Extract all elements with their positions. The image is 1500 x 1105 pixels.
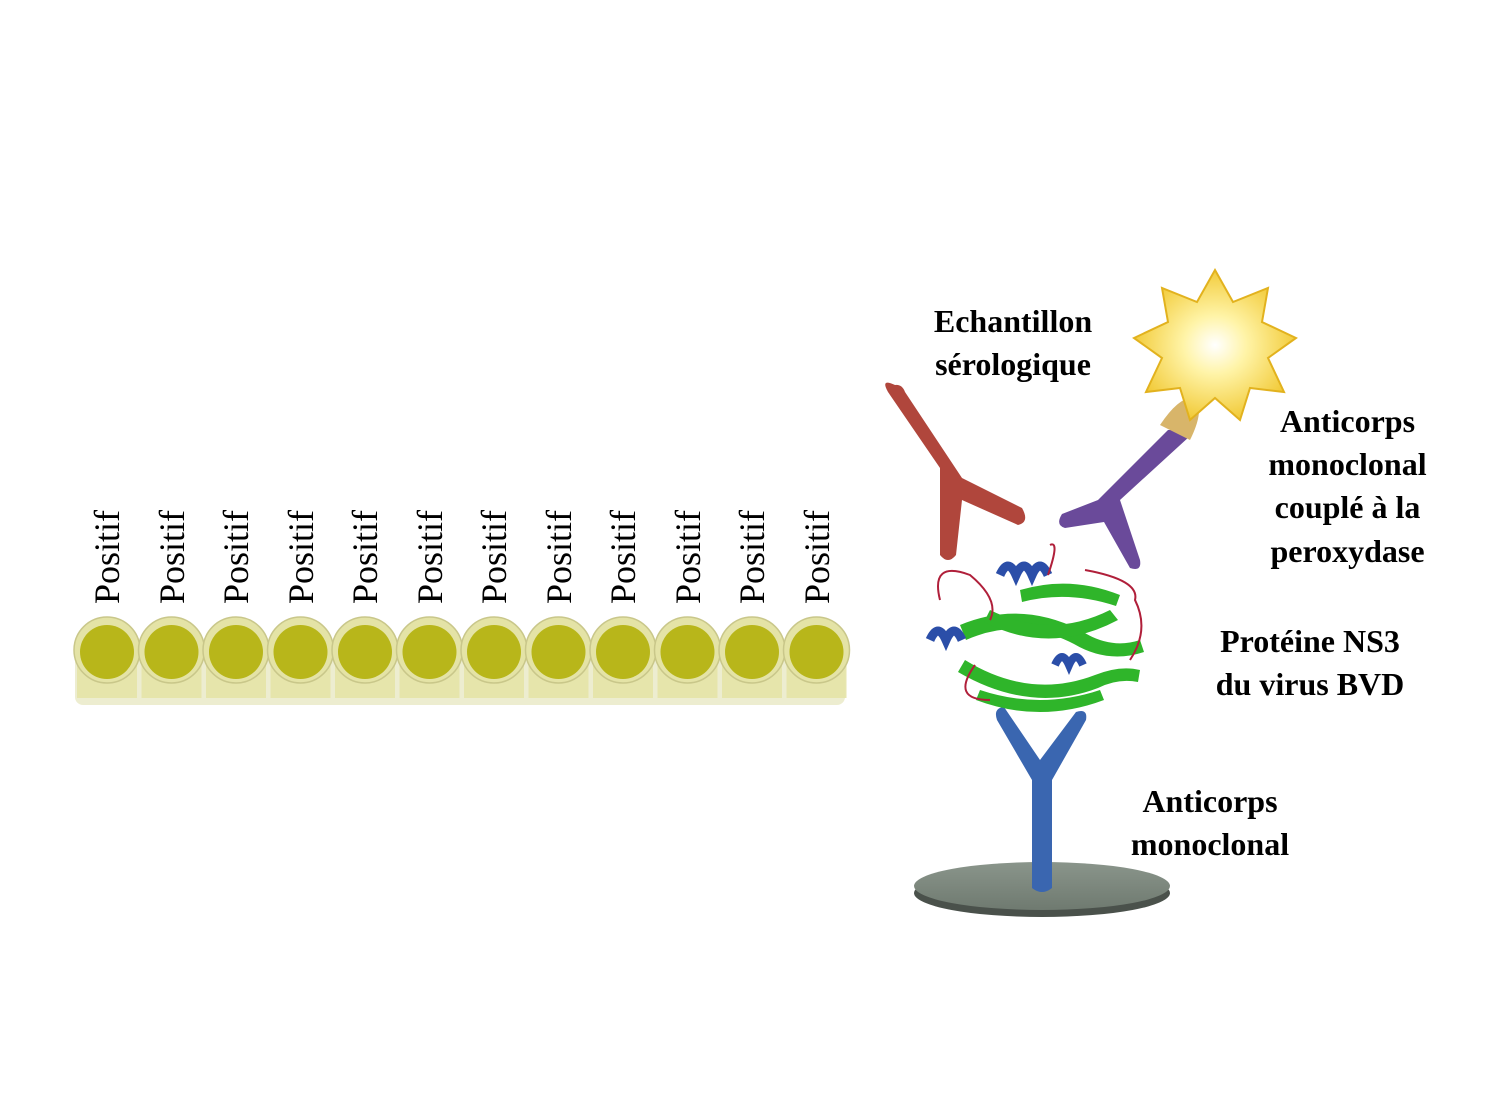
well [718,616,786,698]
well [137,616,206,698]
conjugate-label-line-3: couplé à la [1274,489,1421,526]
sample-antibody [885,382,1026,560]
well [653,616,722,698]
well-liquid [725,625,779,679]
sample-label-line-1: Echantillon [933,303,1093,339]
well [395,616,464,698]
protein-beta-sheet [976,690,1104,712]
well-liquid [467,625,521,679]
well-liquid [789,625,844,679]
well-liquid [596,625,650,679]
well-label: Positif [732,509,772,604]
conjugate-antibody [1059,427,1191,569]
well-liquid [531,625,586,679]
well-liquid [402,625,457,679]
capture-label-line-2: monoclonal [1130,826,1290,863]
well [202,616,270,698]
well-label: Positif [409,509,450,604]
protein-label-line-1: Protéine NS3 [1220,623,1400,659]
well-label: Positif [603,509,643,604]
well [73,616,141,698]
well-liquid [144,625,199,679]
protein-label: Protéine NS3 du virus BVD [1190,620,1430,706]
sample-label-line-2: sérologique [935,346,1091,383]
protein-alpha-helix [925,626,967,652]
protein-label-line-2: du virus BVD [1215,666,1405,703]
well [331,616,399,698]
peroxidase-enzyme-icon [1132,267,1298,422]
well-strip [73,616,851,705]
well [589,616,657,698]
capture-label: Anticorps monoclonal [1110,780,1310,866]
well-label: Positif [345,509,385,604]
well-label: Positif [87,509,127,604]
well [460,616,528,698]
protein-loop [937,543,1143,701]
protein-alpha-helix [1051,653,1087,675]
well-label: Positif [216,509,256,604]
well-liquid [80,625,134,679]
protein-ns3 [925,543,1144,712]
protein-alpha-helix [995,561,1053,587]
protein-beta-sheet [984,610,1118,639]
well-label: Positif [667,509,708,604]
well-liquid [209,625,263,679]
wells-group [73,616,851,698]
well [524,616,593,698]
conjugate-label-line-1: Anticorps [1279,403,1416,439]
well-label: Positif [280,509,321,604]
protein-beta-sheet [1020,583,1120,606]
well-label: Positif [474,509,514,604]
protein-beta-sheet [958,660,1140,698]
capture-antibody [995,707,1087,892]
conjugate-label-line-2: monoclonal [1268,446,1427,483]
well [782,616,851,698]
conjugate-label: Anticorps monoclonal couplé à la peroxyd… [1240,400,1455,573]
well-liquid [273,625,328,679]
conjugate-label-line-4: peroxydase [1270,532,1425,569]
well-label: Positif [538,509,579,604]
well-liquid [660,625,715,679]
sample-label: Echantillon sérologique [913,300,1113,386]
well-liquid [338,625,392,679]
capture-label-line-1: Anticorps [1142,783,1278,819]
well-label: Positif [151,509,192,604]
well-label: Positif [796,509,837,604]
well [266,616,335,698]
